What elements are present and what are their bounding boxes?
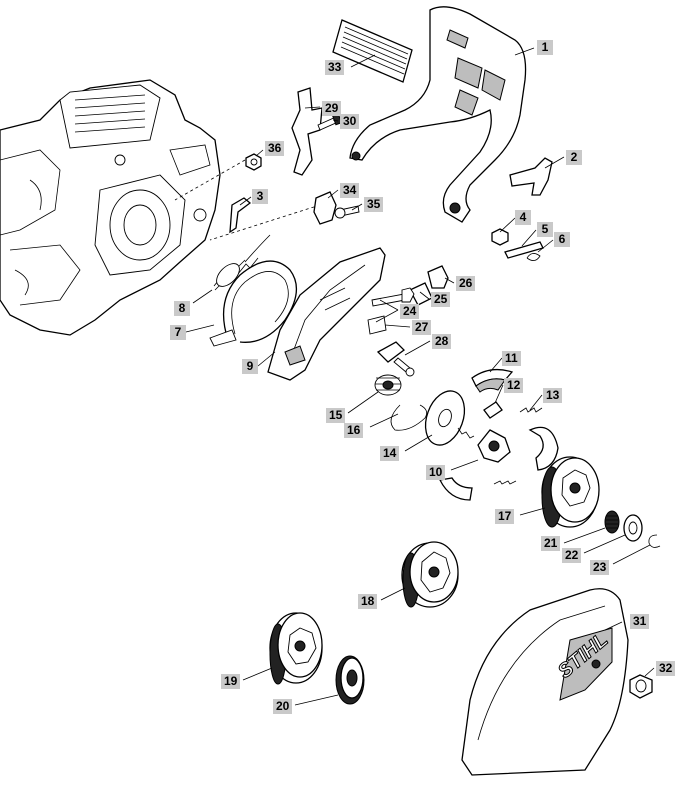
part-19-sprocket [269,612,323,685]
label-part-1: 1 [537,40,553,55]
label-part-17: 17 [495,509,515,524]
dashed-guide [209,204,321,241]
part-29-bracket [291,87,323,176]
label-part-32: 32 [656,661,676,676]
label-part-25: 25 [431,292,451,307]
label-part-16: 16 [344,423,364,438]
label-part-5: 5 [537,222,553,237]
label-part-4: 4 [515,210,531,225]
label-part-24: 24 [400,304,420,319]
part-16-wire-spring [390,404,428,431]
part-8-spring [213,234,271,291]
label-part-14: 14 [380,446,400,461]
label-part-3: 3 [252,189,268,204]
part-23-circlip [648,534,661,548]
part-31-sprocket-cover: STIHL [461,588,629,776]
part-13-spring [519,407,543,413]
label-part-13: 13 [543,388,563,403]
part-17-drum [541,456,600,528]
label-part-2: 2 [566,150,582,165]
part-9-cover [267,247,386,381]
leader-lines [185,47,655,706]
part-1-hand-guard [349,6,527,223]
part-3-lever [229,197,252,234]
dashed-guide [174,159,246,201]
label-part-21: 21 [541,536,561,551]
label-part-33: 33 [325,60,345,75]
label-part-28: 28 [432,334,452,349]
label-part-26: 26 [456,276,476,291]
label-part-34: 34 [340,183,360,198]
part-11-lining [475,378,506,393]
label-part-29: 29 [322,101,342,116]
label-part-18: 18 [358,594,378,609]
part-10-clutch [439,426,559,501]
part-20-rim [335,655,365,705]
label-part-20: 20 [273,699,293,714]
part-14-plate [424,390,466,446]
part-26-block [427,265,449,289]
part-15-spring [374,374,402,396]
label-part-19: 19 [221,674,241,689]
label-part-6: 6 [554,232,570,247]
part-36-nut-hole [250,158,258,166]
part-12-spring-clip [483,401,503,419]
part-7-brake-band [209,260,297,347]
part-27-lever [376,341,405,363]
label-part-15: 15 [326,408,346,423]
label-part-11: 11 [502,351,521,366]
label-part-31: 31 [630,614,650,629]
label-part-35: 35 [364,197,384,212]
part-6-clip [526,253,541,261]
part-2-lever [509,157,553,196]
label-part-12: 12 [504,378,524,393]
label-part-7: 7 [170,325,186,340]
part-5-pin [504,241,544,259]
part-4-washer [491,228,509,246]
part-24-bolt [367,287,415,335]
label-part-36: 36 [265,141,285,156]
label-part-23: 23 [590,560,610,575]
part-22-washer [623,514,643,542]
part-21-bearing [604,510,620,534]
label-part-10: 10 [426,465,446,480]
part-34-clip [313,191,337,225]
label-part-9: 9 [242,359,258,374]
part-28-screw [393,357,415,377]
part-33-plate [332,19,413,83]
part-32-nut [629,674,653,699]
engine-housing [0,79,221,336]
label-part-30: 30 [340,114,360,129]
label-part-22: 22 [562,548,582,563]
label-part-8: 8 [174,301,190,316]
part-18-sprocket [401,541,459,608]
label-part-27: 27 [412,320,432,335]
